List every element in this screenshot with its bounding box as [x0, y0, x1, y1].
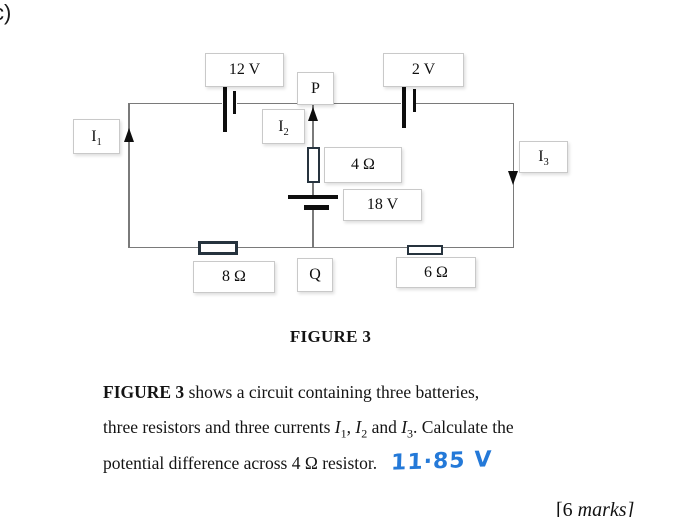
battery-2v-symbol	[401, 84, 416, 129]
node-p-label-box: P	[297, 72, 334, 105]
wire-left	[128, 102, 130, 248]
resistor-4ohm-symbol	[306, 147, 320, 183]
battery-18v-symbol	[287, 194, 339, 210]
battery-12v-plate-long	[222, 86, 227, 132]
resistor-6ohm-symbol	[407, 244, 443, 255]
node-q-label-box: Q	[297, 258, 333, 292]
battery-18v-label-box: 18 V	[343, 189, 422, 221]
node-p-label: P	[311, 79, 320, 97]
figure-reference: FIGURE 3	[103, 382, 185, 402]
current-i2-label: I2	[278, 117, 289, 138]
battery-18v-plate-long	[288, 195, 338, 199]
resistor-6ohm-label: 6 Ω	[424, 263, 448, 281]
resistor-4ohm-label: 4 Ω	[351, 156, 375, 173]
resistor-6ohm-label-box: 6 Ω	[396, 257, 476, 288]
battery-18v-label: 18 V	[366, 196, 399, 213]
current-i2-arrow-icon	[307, 107, 318, 121]
paragraph-line-2: three resistors and three currents I1, I…	[103, 417, 514, 441]
paragraph-line-1: FIGURE 3 shows a circuit containing thre…	[103, 382, 480, 402]
description-paragraph: FIGURE 3 shows a circuit containing thre…	[103, 375, 658, 481]
battery-12v-symbol	[222, 84, 237, 133]
battery-12v-label-box: 12 V	[205, 53, 284, 87]
current-i1-label: I1	[91, 127, 102, 148]
resistor-4ohm-label-box: 4 Ω	[324, 147, 402, 183]
figure-caption: FIGURE 3	[289, 327, 372, 346]
marks-label: [6 marks]	[556, 499, 635, 517]
current-i1-label-box: I1	[73, 119, 120, 154]
resistor-8ohm-label-box: 8 Ω	[193, 261, 275, 293]
current-i3-label-box: I3	[519, 141, 568, 173]
handwritten-answer: 11·85 V	[390, 447, 493, 476]
node-q-label: Q	[309, 266, 321, 283]
resistor-8ohm-symbol	[198, 241, 238, 255]
battery-18v-plate-short	[304, 205, 329, 210]
current-i2-label-box: I2	[262, 109, 305, 144]
resistor-8ohm-label: 8 Ω	[222, 268, 246, 285]
question-part-label: c)	[0, 0, 12, 25]
paragraph-line-3: potential difference across 4 Ω resistor…	[103, 445, 658, 481]
battery-2v-label-box: 2 V	[383, 53, 464, 87]
battery-2v-plate-short	[412, 89, 416, 112]
battery-2v-plate-long	[401, 85, 406, 128]
current-i3-arrow-icon	[507, 171, 518, 185]
battery-12v-plate-short	[233, 91, 236, 114]
battery-2v-label: 2 V	[411, 61, 436, 78]
current-i1-arrow-icon	[123, 128, 134, 142]
battery-12v-label: 12 V	[228, 61, 261, 78]
current-i3-label: I3	[538, 148, 549, 169]
wire-bottom	[128, 246, 514, 248]
